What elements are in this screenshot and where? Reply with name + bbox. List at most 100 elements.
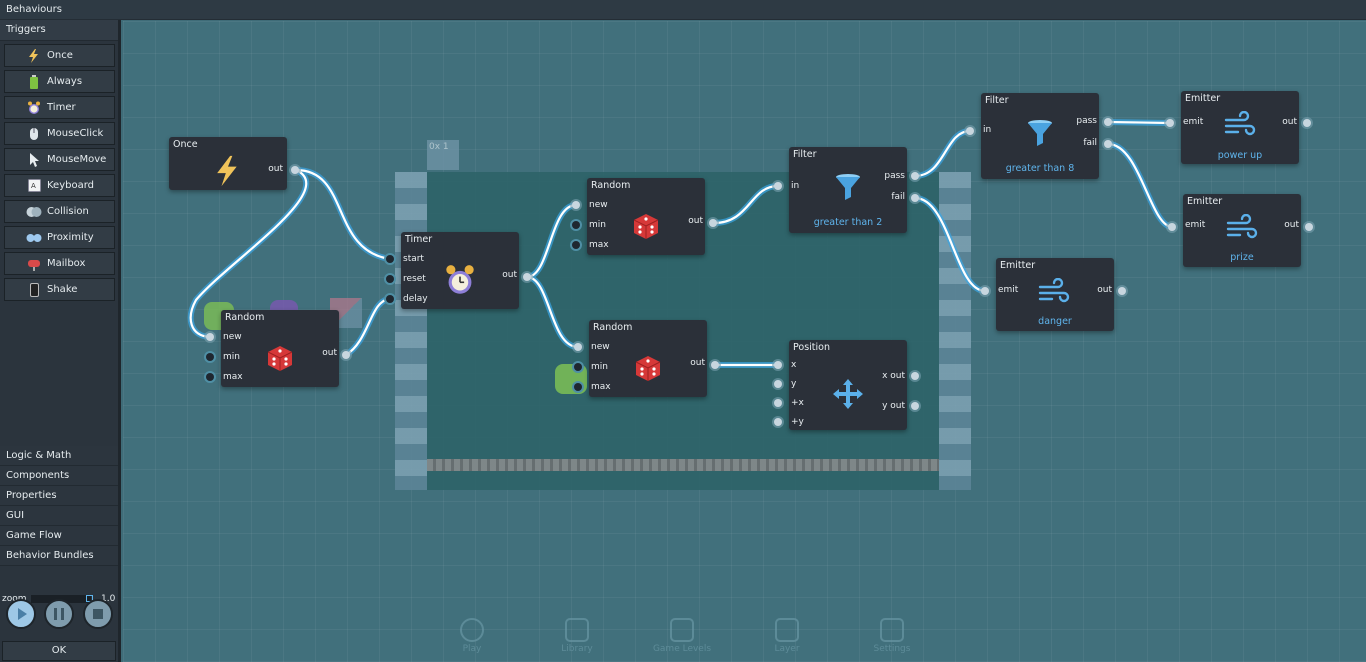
node-title: Random — [593, 322, 633, 333]
toolbar-settings[interactable]: Settings — [862, 618, 922, 654]
port-x-label: x — [791, 360, 797, 370]
input-port[interactable] — [386, 255, 394, 263]
port-emit-label: emit — [1185, 220, 1206, 230]
toolbar-play[interactable]: Play — [442, 618, 502, 654]
input-port[interactable] — [574, 343, 582, 351]
category-gui[interactable]: GUI — [0, 506, 118, 526]
toolbar-library[interactable]: Library — [547, 618, 607, 654]
trigger-collision[interactable]: Collision — [4, 200, 115, 223]
trigger-timer[interactable]: Timer — [4, 96, 115, 119]
emitter-node[interactable]: Emitter emit out prize — [1183, 194, 1301, 267]
random-node[interactable]: Random new min max out — [587, 178, 705, 255]
output-port[interactable] — [911, 194, 919, 202]
layers-icon — [775, 618, 799, 642]
position-node[interactable]: Position x y +x +y x out y out — [789, 340, 907, 430]
input-port[interactable] — [1168, 223, 1176, 231]
category-game-flow[interactable]: Game Flow — [0, 526, 118, 546]
alarm-clock-icon — [446, 265, 474, 294]
trigger-proximity[interactable]: Proximity — [4, 226, 115, 249]
emitter-message: prize — [1230, 252, 1254, 263]
output-port[interactable] — [711, 361, 719, 369]
category-behavior-bundles[interactable]: Behavior Bundles — [0, 546, 118, 566]
trigger-keyboard[interactable]: A Keyboard — [4, 174, 115, 197]
port-delay-label: delay — [403, 294, 428, 304]
category-properties[interactable]: Properties — [0, 486, 118, 506]
input-port[interactable] — [572, 221, 580, 229]
ok-button[interactable]: OK — [2, 641, 116, 661]
panel-title: Behaviours — [0, 0, 1366, 20]
output-port[interactable] — [1303, 119, 1311, 127]
input-port[interactable] — [774, 418, 782, 426]
node-title: Timer — [405, 234, 433, 245]
input-port[interactable] — [386, 295, 394, 303]
timer-node[interactable]: Timer start reset delay out — [401, 232, 519, 309]
category-components[interactable]: Components — [0, 466, 118, 486]
input-port[interactable] — [574, 383, 582, 391]
category-logic-math[interactable]: Logic & Math — [0, 446, 118, 466]
trigger-always[interactable]: Always — [4, 70, 115, 93]
dice-icon — [267, 346, 293, 371]
trigger-once[interactable]: Once — [4, 44, 115, 67]
input-port[interactable] — [966, 127, 974, 135]
lightning-icon — [217, 155, 237, 187]
output-port[interactable] — [1118, 287, 1126, 295]
output-port[interactable] — [911, 372, 919, 380]
toolbar-game-levels[interactable]: Game Levels — [652, 618, 712, 654]
stop-button[interactable] — [83, 599, 113, 629]
output-port[interactable] — [1305, 223, 1313, 231]
trigger-label: MouseClick — [47, 128, 104, 139]
random-node[interactable]: Random new min max out — [221, 310, 339, 387]
output-port[interactable] — [911, 172, 919, 180]
input-port[interactable] — [574, 363, 582, 371]
trigger-label: Once — [47, 50, 73, 61]
input-port[interactable] — [774, 182, 782, 190]
filter-node[interactable]: Filter in pass fail greater than 2 — [789, 147, 907, 233]
trigger-label: MouseMove — [47, 154, 107, 165]
input-port[interactable] — [206, 333, 214, 341]
input-port[interactable] — [206, 373, 214, 381]
input-port[interactable] — [572, 241, 580, 249]
filter-node[interactable]: Filter in pass fail greater than 8 — [981, 93, 1099, 179]
output-port[interactable] — [291, 166, 299, 174]
output-port[interactable] — [709, 219, 717, 227]
port-out-label: out — [1282, 117, 1297, 127]
input-port[interactable] — [206, 353, 214, 361]
input-port[interactable] — [774, 380, 782, 388]
emitter-node[interactable]: Emitter emit out danger — [996, 258, 1114, 331]
behaviours-sidebar: Triggers Once Always Timer MouseClick Mo… — [0, 20, 121, 662]
zoom-value: 1.0 — [101, 594, 116, 604]
pause-button[interactable] — [44, 599, 74, 629]
port-max-label: max — [591, 382, 611, 392]
input-port[interactable] — [386, 275, 394, 283]
frog-sprite — [555, 364, 587, 394]
filter-condition: greater than 2 — [813, 217, 883, 228]
input-port[interactable] — [572, 201, 580, 209]
port-min-label: min — [223, 352, 240, 362]
port-max-label: max — [223, 372, 243, 382]
port-out-label: out — [268, 164, 283, 174]
output-port[interactable] — [1104, 140, 1112, 148]
toolbar-layer[interactable]: Layer — [757, 618, 817, 654]
once-node[interactable]: Once out — [169, 137, 287, 190]
input-port[interactable] — [774, 361, 782, 369]
stop-icon — [93, 609, 103, 619]
random-node[interactable]: Random new min max out — [589, 320, 707, 397]
output-port[interactable] — [1104, 118, 1112, 126]
trigger-mailbox[interactable]: Mailbox — [4, 252, 115, 275]
input-port[interactable] — [774, 399, 782, 407]
output-port[interactable] — [523, 273, 531, 281]
play-button[interactable] — [6, 599, 36, 629]
output-port[interactable] — [342, 351, 350, 359]
input-port[interactable] — [1166, 119, 1174, 127]
trigger-mousemove[interactable]: MouseMove — [4, 148, 115, 171]
output-port[interactable] — [911, 402, 919, 410]
trigger-mouseclick[interactable]: MouseClick — [4, 122, 115, 145]
trigger-shake[interactable]: Shake — [4, 278, 115, 301]
port-plus-x-label: +x — [791, 398, 804, 408]
behavior-canvas[interactable] — [123, 21, 1366, 662]
triggers-section-title[interactable]: Triggers — [0, 20, 118, 41]
emitter-node[interactable]: Emitter emit out power up — [1181, 91, 1299, 164]
collision-icon — [25, 205, 43, 219]
input-port[interactable] — [981, 287, 989, 295]
trigger-label: Keyboard — [47, 180, 95, 191]
